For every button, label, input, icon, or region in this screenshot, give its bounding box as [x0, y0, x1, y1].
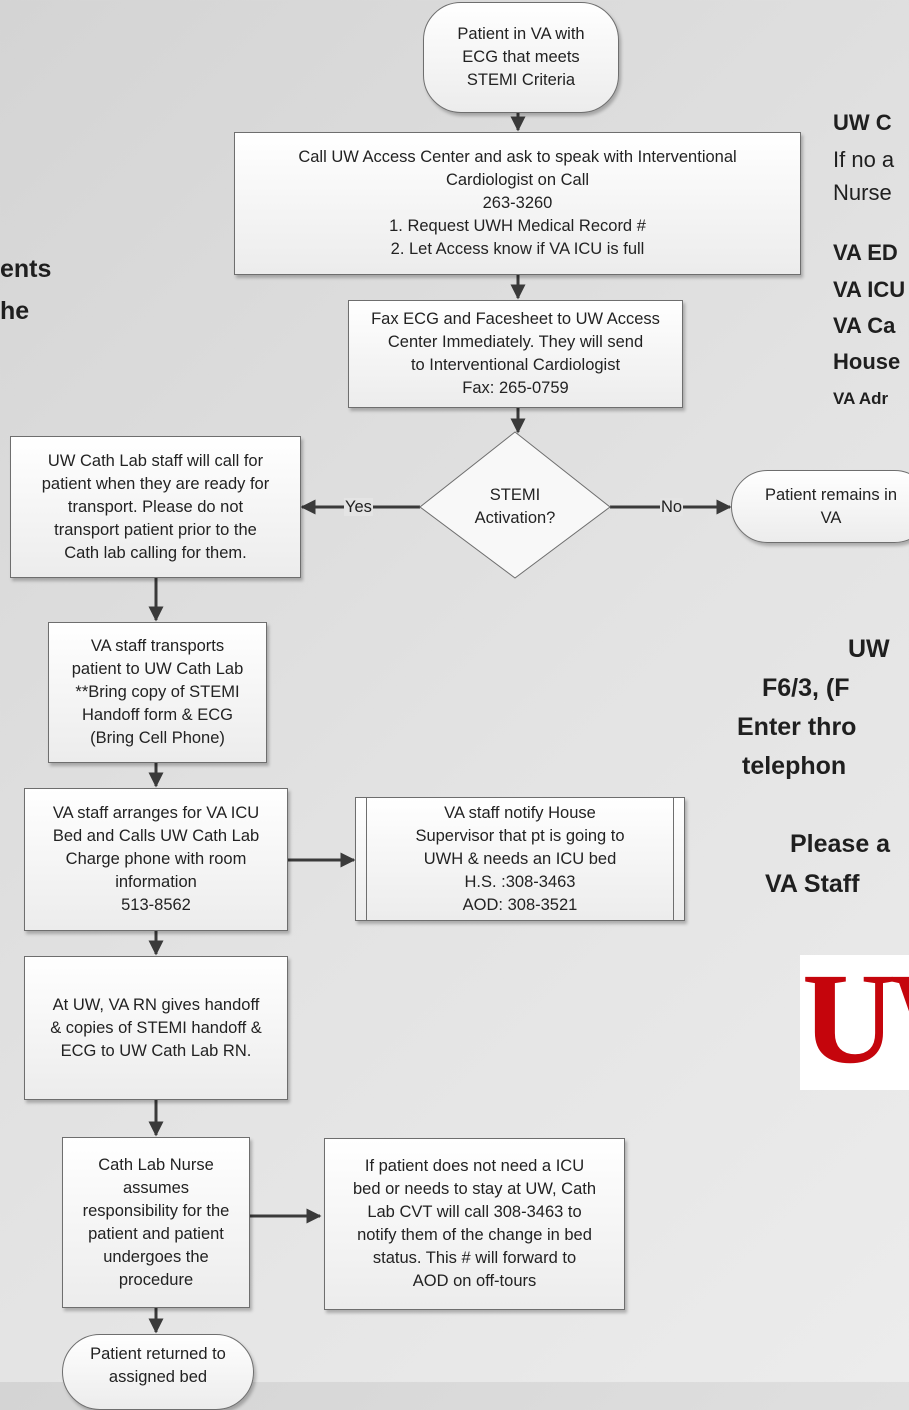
contact-heading: UW C [833, 110, 892, 135]
no-label: No [660, 498, 684, 516]
location-line-4: telephon [742, 752, 847, 780]
location-line-1: UW [848, 635, 890, 663]
yes-label: Yes [344, 498, 373, 516]
phone-va-ed: VA ED [833, 240, 898, 265]
left-fragment-2: he [0, 297, 30, 325]
decision-text: STEMI Activation? [474, 486, 556, 527]
call-access-center-box: Call UW Access Center and ask to speak w… [234, 132, 801, 275]
uw-logo: UW [800, 955, 909, 1090]
patient-returned-terminal: Patient returned to assigned bed [62, 1334, 254, 1410]
cath-lab-nurse-box: Cath Lab Nurse assumes responsibility fo… [62, 1137, 250, 1308]
phone-va-icu: VA ICU [833, 277, 906, 302]
contact-line-2: Nurse [833, 180, 892, 205]
cath-lab-call-box: UW Cath Lab staff will call for patient … [10, 436, 301, 578]
please-line-1: Please a [790, 830, 891, 858]
phone-house: House [833, 349, 901, 374]
no-icu-needed-box: If patient does not need a ICU bed or ne… [324, 1138, 625, 1310]
phone-va-cath: VA Ca [833, 313, 896, 338]
remains-in-va-terminal: Patient remains in VA [731, 470, 909, 543]
notify-house-supervisor-box: VA staff notify House Supervisor that pt… [355, 797, 685, 921]
transport-box: VA staff transports patient to UW Cath L… [48, 622, 267, 763]
location-line-3: Enter thro [737, 713, 857, 741]
uw-logo-text: UW [802, 955, 909, 1090]
contact-line-1: If no a [833, 147, 895, 172]
left-fragment-1: ents [0, 255, 52, 283]
location-line-2: F6/3, (F [762, 674, 850, 702]
please-line-2: VA Staff [765, 870, 860, 898]
fax-ecg-box: Fax ECG and Facesheet to UW Access Cente… [348, 300, 683, 408]
start-terminal: Patient in VA with ECG that meets STEMI … [423, 2, 619, 113]
decision-diamond [419, 431, 611, 579]
phone-va-admin: VA Adr [833, 389, 889, 408]
icu-bed-box: VA staff arranges for VA ICU Bed and Cal… [24, 788, 288, 931]
handoff-box: At UW, VA RN gives handoff & copies of S… [24, 956, 288, 1100]
